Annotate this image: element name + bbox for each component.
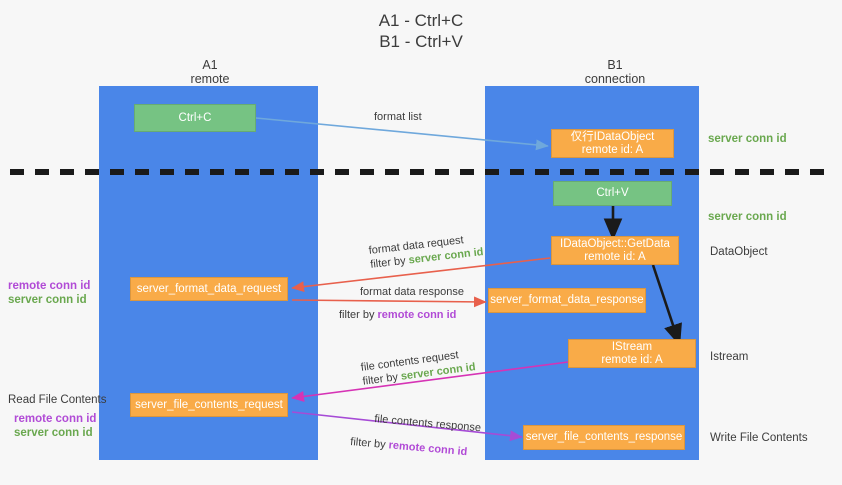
box-server-file-contents-response[interactable]: server_file_contents_response (523, 425, 685, 450)
edge-label-format-data-request: format data request filter by server con… (368, 231, 484, 272)
lane-header-b1: B1 connection (530, 58, 700, 86)
label-istream: Istream (710, 351, 749, 363)
box-server-format-data-request-label: server_format_data_request (136, 282, 282, 295)
label-group-conn-ids-top: remote conn id server conn id (8, 279, 90, 307)
filter-prefix: filter by (361, 370, 402, 388)
edge-label-file-contents-response: file contents response filter by remote … (350, 412, 482, 460)
box-server-file-contents-response-label: server_file_contents_response (525, 431, 683, 443)
label-server-conn-id-2: server conn id (14, 427, 93, 439)
label-server-conn-id-mid: server conn id (708, 211, 787, 223)
box-server-format-data-response[interactable]: server_format_data_response (488, 288, 646, 313)
box-server-file-contents-request-label: server_file_contents_request (135, 398, 283, 411)
label-dataobject: DataObject (710, 246, 768, 258)
box-server-format-data-request[interactable]: server_format_data_request (130, 277, 288, 301)
edge-label-format-data-response: format data response filter by remote co… (339, 285, 464, 322)
box-istream[interactable]: IStream remote id: A (568, 339, 696, 368)
box-ctrl-c[interactable]: Ctrl+C (134, 104, 256, 132)
box-server-file-contents-request[interactable]: server_file_contents_request (130, 393, 288, 417)
label-server-conn-id-1: server conn id (8, 294, 87, 306)
lane-a1-name: A1 (202, 58, 218, 72)
box-idataobject[interactable]: 仅行IDataObject remote id: A (551, 129, 674, 158)
lane-header-a1: A1 remote (130, 58, 290, 86)
filter-prefix: filter by (339, 309, 378, 321)
title-line-1: A1 - Ctrl+C (378, 11, 464, 30)
filter-prefix: filter by (369, 254, 410, 271)
box-ctrl-v[interactable]: Ctrl+V (553, 181, 672, 206)
page-title: A1 - Ctrl+C B1 - Ctrl+V (0, 10, 842, 52)
edge-label-file-contents-response-filter: filter by remote conn id (350, 435, 480, 460)
filter-prefix: filter by (349, 435, 390, 452)
label-server-conn-id-top: server conn id (708, 133, 787, 145)
label-group-conn-ids-bottom: remote conn id server conn id (14, 412, 96, 440)
label-write-file-contents: Write File Contents (710, 432, 808, 444)
box-idataobject-getdata-label: IDataObject::GetData remote id: A (560, 237, 670, 263)
box-idataobject-getdata[interactable]: IDataObject::GetData remote id: A (551, 236, 679, 265)
lane-b1-sub: connection (584, 72, 646, 86)
label-remote-conn-id-1: remote conn id (8, 280, 91, 292)
edge-label-file-contents-request: file contents request filter by server c… (360, 346, 476, 389)
label-read-file-contents: Read File Contents (8, 394, 107, 406)
lane-a1-sub: remote (190, 72, 230, 86)
box-istream-label: IStream remote id: A (601, 340, 663, 366)
edge-label-format-list: format list (374, 111, 422, 123)
box-ctrl-v-label: Ctrl+V (596, 187, 629, 199)
filter-key-remote-conn-id: remote conn id (377, 309, 457, 321)
title-line-2: B1 - Ctrl+V (379, 32, 463, 51)
box-ctrl-c-label: Ctrl+C (178, 111, 212, 124)
filter-key-remote-conn-id: remote conn id (388, 439, 468, 459)
box-server-format-data-response-label: server_format_data_response (490, 294, 644, 306)
edge-label-format-data-response-main: format data response (360, 286, 464, 298)
edge-label-format-data-response-filter: filter by remote conn id (339, 308, 464, 322)
edge-label-file-contents-response-main: file contents response (373, 412, 482, 435)
box-idataobject-label: 仅行IDataObject remote id: A (570, 130, 655, 156)
label-remote-conn-id-2: remote conn id (14, 413, 97, 425)
lane-b1-name: B1 (607, 58, 623, 72)
